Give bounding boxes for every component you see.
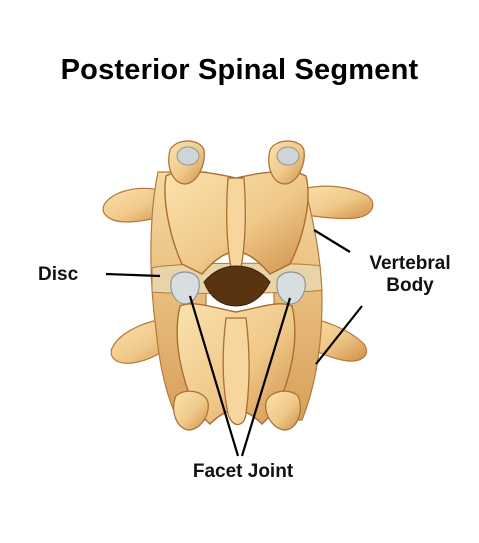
vertebral-body-leader-line-upper	[313, 229, 351, 253]
inferior-articular-process-left	[173, 390, 209, 431]
facet-joint-label: Facet Joint	[192, 461, 294, 482]
facet-joint-left	[170, 271, 200, 305]
inferior-articular-process-right	[265, 390, 301, 431]
upper-right-transverse-process	[295, 185, 374, 220]
vertebral-body-label: Vertebral Body	[369, 253, 451, 296]
facet-joint-leader-line-left	[188, 295, 240, 457]
disc-label: Disc	[38, 264, 79, 285]
superior-facet-left-surface	[176, 146, 200, 166]
facet-joint-right	[276, 271, 306, 305]
diagram-title: Posterior Spinal Segment	[60, 54, 419, 86]
superior-facet-right-surface	[276, 146, 300, 166]
upper-spinous-process	[226, 177, 246, 274]
lower-spinous-process	[222, 317, 250, 426]
disc-leader-line	[105, 272, 161, 278]
facet-joint-leader-line-right	[240, 297, 292, 457]
vertebral-body-leader-line-lower	[315, 305, 363, 365]
interlaminar-space	[203, 265, 271, 307]
